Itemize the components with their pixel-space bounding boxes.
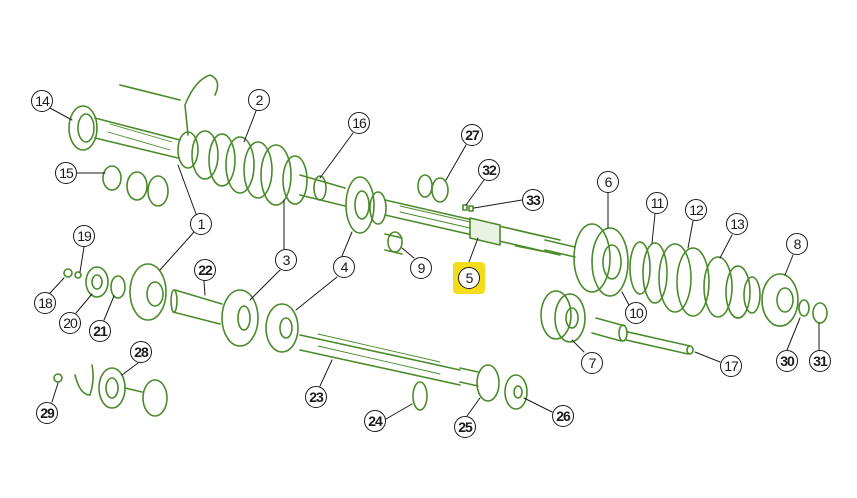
callout-part-13[interactable]: 13: [726, 213, 748, 235]
callout-part-5[interactable]: 5: [458, 267, 480, 289]
callout-part-32[interactable]: 32: [478, 159, 500, 181]
callout-part-22[interactable]: 22: [194, 259, 216, 281]
callout-part-16[interactable]: 16: [348, 112, 370, 134]
mainshaft-assembly: [68, 74, 576, 258]
callout-part-33[interactable]: 33: [522, 189, 544, 211]
callout-part-7[interactable]: 7: [581, 352, 603, 374]
callout-part-17[interactable]: 17: [720, 355, 742, 377]
callout-part-26[interactable]: 26: [552, 405, 574, 427]
callout-part-20[interactable]: 20: [59, 312, 81, 334]
output-gear-cluster: [540, 223, 828, 355]
callout-part-10[interactable]: 10: [625, 302, 647, 324]
layshaft-assembly: [53, 263, 528, 417]
callout-part-14[interactable]: 14: [31, 90, 53, 112]
callout-part-25[interactable]: 25: [454, 416, 476, 438]
callout-part-8[interactable]: 8: [786, 233, 808, 255]
callout-part-11[interactable]: 11: [646, 192, 668, 214]
callout-part-19[interactable]: 19: [73, 225, 95, 247]
callout-part-31[interactable]: 31: [809, 350, 831, 372]
callout-part-1[interactable]: 1: [190, 213, 212, 235]
callout-part-24[interactable]: 24: [364, 410, 386, 432]
callout-part-2[interactable]: 2: [248, 89, 270, 111]
callout-part-9[interactable]: 9: [410, 257, 432, 279]
callout-part-29[interactable]: 29: [36, 402, 58, 424]
callout-part-27[interactable]: 27: [461, 124, 483, 146]
callout-part-12[interactable]: 12: [685, 199, 707, 221]
leader-lines: [49, 107, 820, 420]
callout-part-30[interactable]: 30: [776, 350, 798, 372]
callout-part-4[interactable]: 4: [333, 256, 355, 278]
callout-part-3[interactable]: 3: [275, 249, 297, 271]
callout-part-21[interactable]: 21: [89, 320, 111, 342]
callout-part-23[interactable]: 23: [305, 386, 327, 408]
callout-part-6[interactable]: 6: [597, 171, 619, 193]
callout-part-18[interactable]: 18: [34, 292, 56, 314]
callout-part-15[interactable]: 15: [55, 162, 77, 184]
callout-part-28[interactable]: 28: [130, 341, 152, 363]
